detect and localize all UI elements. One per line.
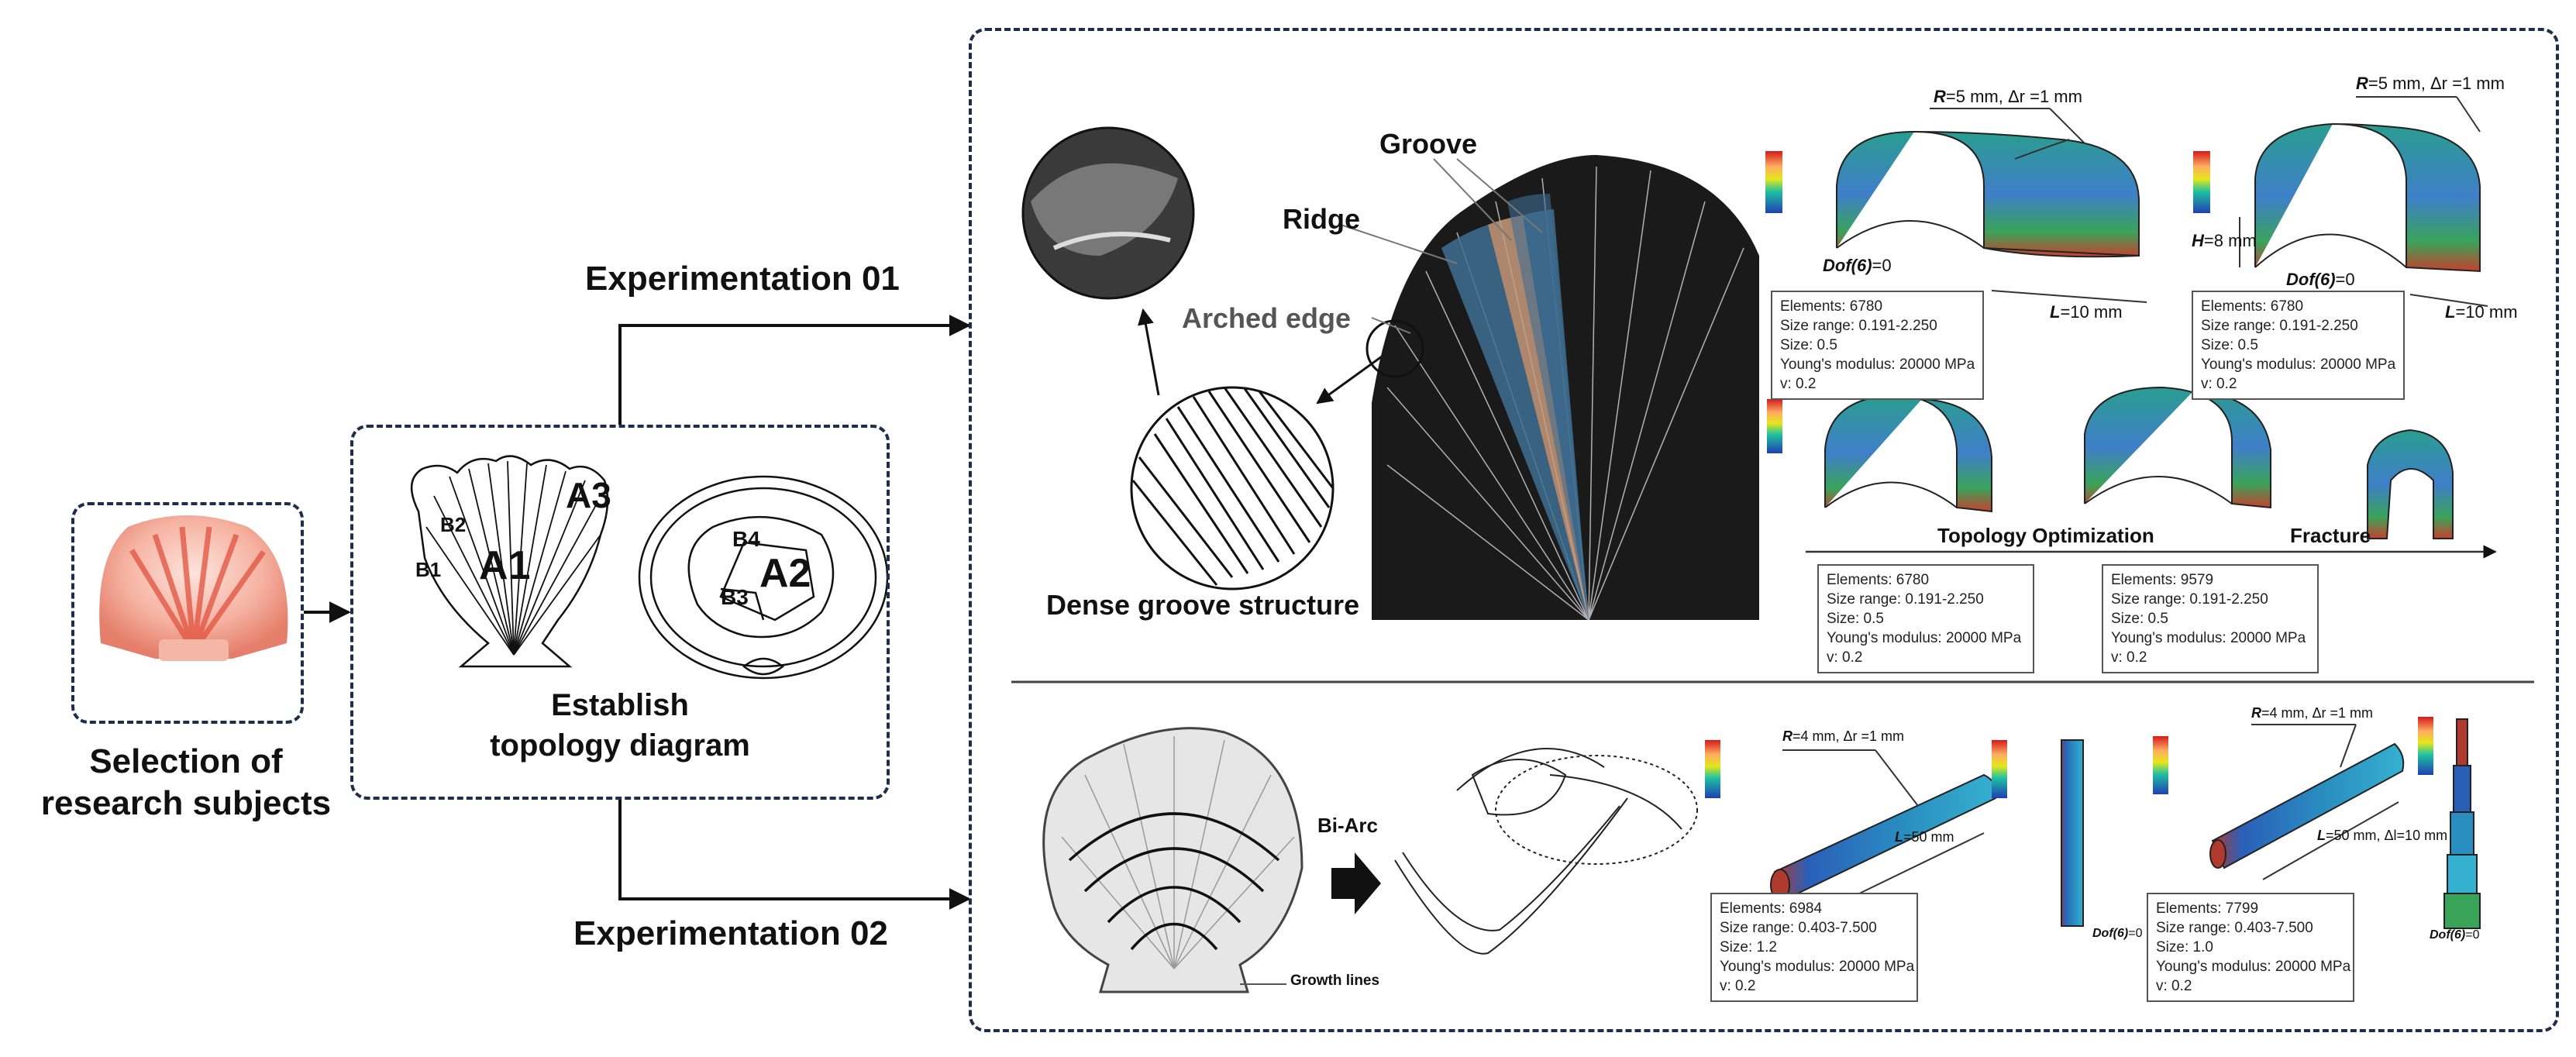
growth-lines-label: Growth lines xyxy=(1290,973,1380,989)
label-b4: B4 xyxy=(732,527,760,551)
label-b1: B1 xyxy=(415,558,442,581)
subject-caption-1: Selection of xyxy=(89,742,283,780)
topology-shell-b xyxy=(638,475,889,680)
fracture-label: Fracture xyxy=(2290,524,2371,547)
exp-connectors xyxy=(618,315,971,910)
arch1-dof-dim: Dof(6)=0 xyxy=(1823,256,1892,275)
arch2-height-dim: H=8 mm xyxy=(2192,231,2257,250)
groove-label: Groove xyxy=(1379,128,1478,160)
arch-model-2 xyxy=(2193,96,2488,307)
tube2-length-dim: L=50 mm, Δl=10 mm xyxy=(2317,828,2448,843)
arrow-to-sem xyxy=(1138,308,1160,396)
tube2-radius-dim: R=4 mm, Δr =1 mm xyxy=(2251,705,2374,721)
tube1-length-dim: L=50 mm xyxy=(1895,829,1954,845)
tube1-radius-dim: R=4 mm, Δr =1 mm xyxy=(1782,728,1905,744)
tube-model-2 xyxy=(2153,717,2481,929)
growth-line-shell xyxy=(1042,727,1303,993)
arched-leader xyxy=(1371,317,1411,334)
bi-arc-label: Bi-Arc xyxy=(1317,814,1379,837)
subject-frame xyxy=(71,502,304,724)
experiments-frame xyxy=(969,28,2559,1032)
arch-model-1 xyxy=(1765,108,2147,303)
topology-frame xyxy=(350,425,890,800)
label-a2: A2 xyxy=(759,551,811,596)
arrow-to-dense xyxy=(1316,351,1388,405)
dense-groove-label: Dense groove structure xyxy=(1046,589,1360,621)
tube1-dof-dim: Dof(6)=0 xyxy=(2092,927,2143,940)
ridge-label: Ridge xyxy=(1283,203,1361,235)
label-b2: B2 xyxy=(440,513,467,536)
topo-arches xyxy=(1767,386,2454,539)
bi-arc-arrow xyxy=(1331,852,1381,914)
arch2-radius-dim: R=5 mm, Δr =1 mm xyxy=(2356,74,2505,93)
shell-fan-micro xyxy=(1365,155,1759,621)
label-b3: B3 xyxy=(721,585,749,609)
sem-zoom xyxy=(1021,126,1195,300)
scallop-photo xyxy=(99,515,288,661)
arch1-length-dim: L=10 mm xyxy=(2050,302,2123,322)
tube2-dof-dim: Dof(6)=0 xyxy=(2430,928,2480,942)
ridge-leader xyxy=(1340,224,1458,264)
label-a1: A1 xyxy=(479,543,531,588)
dense-groove-circle xyxy=(1130,386,1334,590)
subject-caption-2: research subjects xyxy=(40,784,332,822)
arch1-radius-dim: R=5 mm, Δr =1 mm xyxy=(1934,87,2082,106)
topology-shell-a xyxy=(410,455,609,668)
topology-caption-1: Establish xyxy=(551,688,689,722)
groove-leader-2 xyxy=(1433,158,1512,241)
arch2-dof-dim: Dof(6)=0 xyxy=(2286,270,2355,289)
label-a3: A3 xyxy=(566,475,611,515)
arch2-length-dim: L=10 mm xyxy=(2445,302,2518,322)
exp1-heading: Experimentation 01 xyxy=(585,260,900,298)
topology-caption-2: topology diagram xyxy=(490,728,750,763)
arched-edge-label: Arched edge xyxy=(1182,302,1352,334)
bi-arc-wireframe xyxy=(1394,748,1698,955)
topology-optimization-label: Topology Optimization xyxy=(1937,524,2154,547)
exp2-heading: Experimentation 02 xyxy=(573,914,888,952)
groove-leader xyxy=(1456,158,1543,233)
